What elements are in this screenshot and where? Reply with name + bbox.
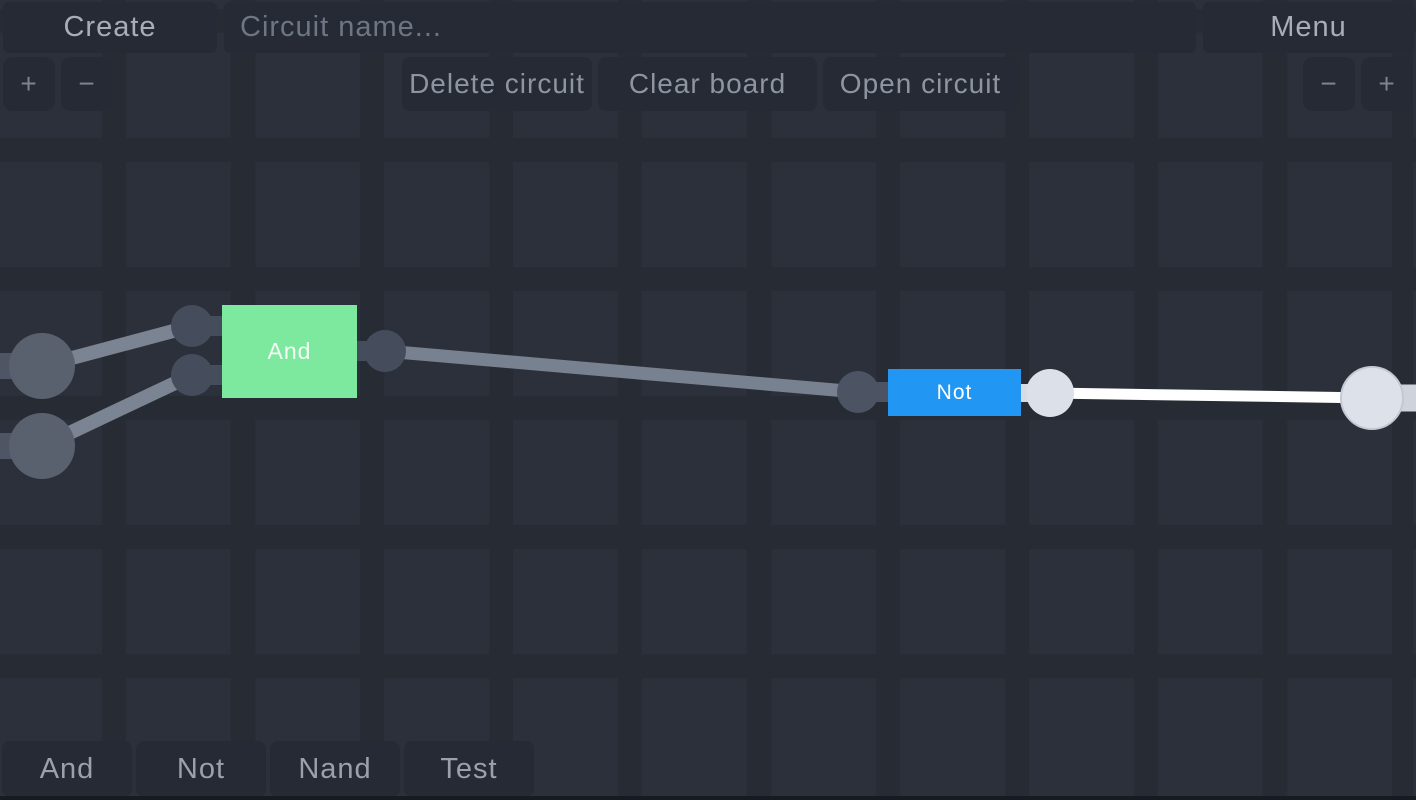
palette-item-test[interactable]: Test [404,741,534,797]
palette-item-label: Test [440,752,498,785]
connection-node-large[interactable] [9,333,75,399]
zoom-out-button-right[interactable]: − [1303,57,1355,111]
open-circuit-button[interactable]: Open circuit [823,57,1018,111]
menu-button[interactable]: Menu [1203,2,1414,53]
plus-icon: + [1378,68,1396,99]
palette-item-nand[interactable]: Nand [270,741,400,797]
zoom-in-button-right[interactable]: + [1361,57,1413,111]
delete-circuit-label: Delete circuit [409,68,585,99]
palette-item-label: Not [176,752,226,785]
not-gate-label: Not [936,380,973,404]
palette-item-label: Nand [298,752,372,785]
wire[interactable] [384,344,859,399]
delete-circuit-button[interactable]: Delete circuit [402,57,592,111]
clear-board-button[interactable]: Clear board [598,57,817,111]
circuit-name-input[interactable] [224,2,1196,53]
minus-icon: − [1320,68,1338,99]
zoom-in-button-left[interactable]: + [3,57,55,111]
minus-icon: − [78,68,96,99]
clear-board-label: Clear board [628,68,787,99]
and-gate-input-node[interactable] [171,305,213,347]
not-gate-output-node[interactable] [1026,369,1074,417]
palette-item-not[interactable]: Not [136,741,266,797]
palette-item-label: And [39,752,95,785]
create-button-label: Create [63,11,157,43]
palette-item-and[interactable]: And [2,741,132,797]
create-button[interactable]: Create [3,2,217,53]
zoom-out-button-left[interactable]: − [61,57,113,111]
not-gate[interactable]: Not [888,369,1021,416]
wire-active[interactable] [1049,387,1373,404]
plus-icon: + [20,68,38,99]
connection-node-large[interactable] [9,413,75,479]
screen-bottom-edge [0,796,1416,800]
open-circuit-label: Open circuit [839,68,1002,99]
menu-button-label: Menu [1270,11,1347,43]
and-gate-label: And [267,338,312,364]
connection-node-output-large[interactable] [1340,366,1404,430]
and-gate-input-node[interactable] [171,354,213,396]
and-gate[interactable]: And [222,305,357,398]
not-gate-input-node[interactable] [837,371,879,413]
and-gate-output-node[interactable] [364,330,406,372]
